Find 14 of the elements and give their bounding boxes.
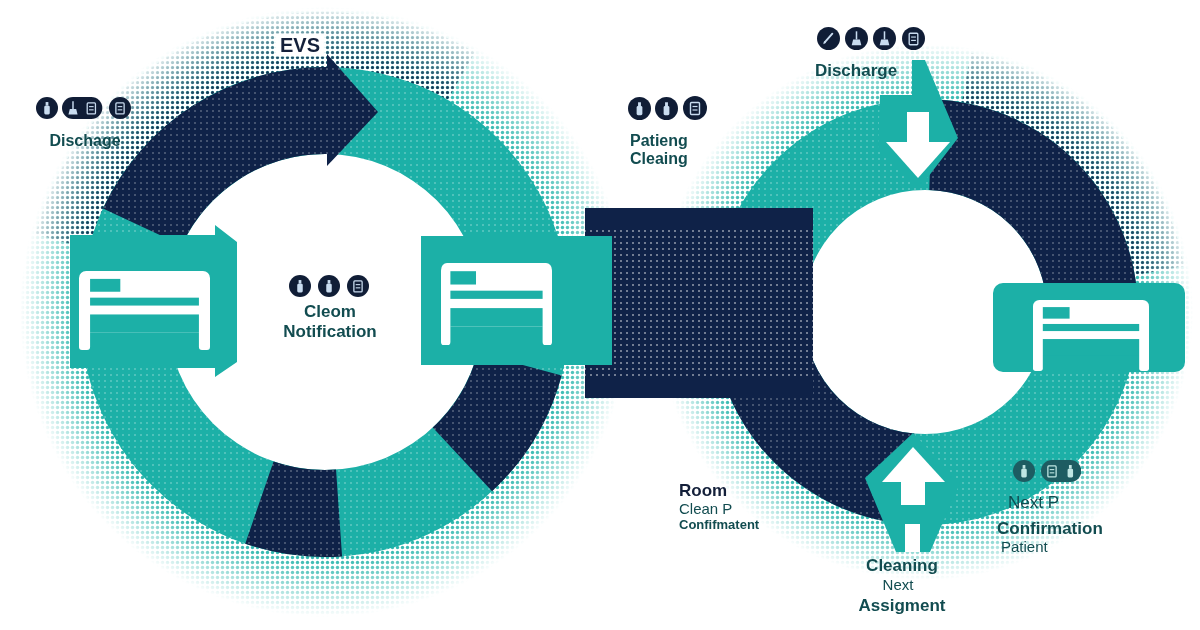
step-label: Confifmatent (679, 517, 760, 533)
step-label: Cleaning (866, 556, 938, 576)
step-label: Patient (1001, 538, 1048, 556)
step-label: Next P (1008, 493, 1060, 513)
step-label: Cleom Notification (283, 302, 377, 342)
step-label: Discharge (814, 61, 898, 81)
step-label: Assigment (858, 596, 946, 616)
step-label: Patieng Cleaing (630, 131, 688, 169)
heading: EVS (276, 33, 324, 57)
step-label: Room (679, 481, 728, 501)
step-label: Clean P (679, 500, 733, 518)
step-label: Dischage (49, 131, 121, 151)
step-label: Confirmation (997, 519, 1103, 539)
step-label: Next (882, 576, 914, 594)
